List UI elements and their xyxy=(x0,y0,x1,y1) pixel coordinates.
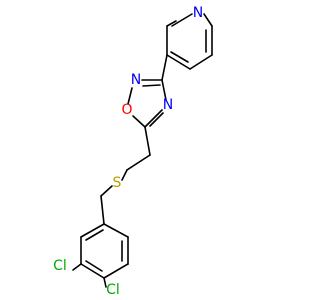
bond xyxy=(144,126,151,156)
sulfur-label: S xyxy=(113,175,122,191)
bond xyxy=(127,87,133,105)
bond xyxy=(144,109,163,128)
bond xyxy=(103,223,129,238)
oxadiazole-ring xyxy=(127,79,167,128)
molecule-structure-diagram: N N O N S Cl Cl xyxy=(53,5,213,298)
bond xyxy=(121,169,128,181)
bond-chlorine-1 xyxy=(72,263,82,271)
oxadiazole-nitrogen-2-label: N xyxy=(131,72,141,88)
bond xyxy=(103,263,129,279)
bond xyxy=(126,154,151,171)
chlorine-1-label: Cl xyxy=(53,258,67,274)
pyridine-ring xyxy=(166,13,213,70)
bond xyxy=(149,112,164,127)
bond xyxy=(189,54,213,70)
bond xyxy=(132,115,146,128)
bond xyxy=(80,263,105,279)
pyridine-nitrogen-label: N xyxy=(193,5,203,21)
ethyl-thio-chain xyxy=(100,126,151,225)
bond xyxy=(85,260,103,272)
bond xyxy=(171,13,193,27)
bond xyxy=(203,13,213,27)
chlorine-2-label: Cl xyxy=(106,282,120,298)
bond xyxy=(166,54,191,70)
bond xyxy=(170,51,189,63)
oxadiazole-nitrogen-4-label: N xyxy=(163,97,173,113)
bond xyxy=(100,185,113,197)
bond xyxy=(166,20,177,27)
oxadiazole-oxygen-label: O xyxy=(121,102,132,118)
bond xyxy=(100,195,105,225)
dichlorobenzene-ring xyxy=(80,223,129,279)
bond xyxy=(142,84,161,87)
bond xyxy=(80,223,105,238)
bond-pyridine-oxadiazole xyxy=(161,54,168,81)
bond-chlorine-2 xyxy=(103,277,107,288)
bond xyxy=(161,79,167,101)
bond xyxy=(85,229,104,241)
